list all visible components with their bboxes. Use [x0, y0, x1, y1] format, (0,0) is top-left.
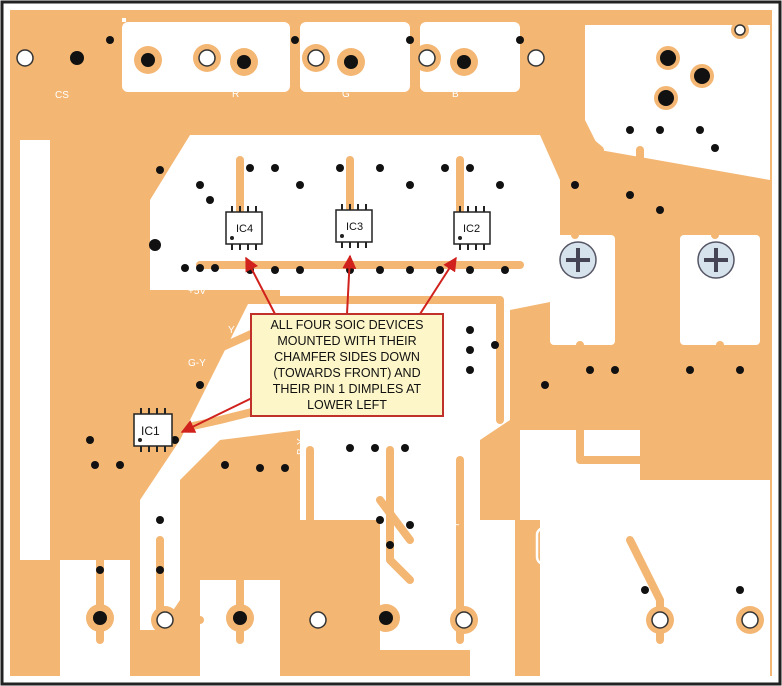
- sc-logo: SC: [535, 526, 591, 566]
- callout-box: ALL FOUR SOIC DEVICES MOUNTED WITH THEIR…: [250, 313, 444, 417]
- ic4-chip: [225, 206, 263, 250]
- copyright: © 2004 Btm: [542, 656, 595, 667]
- connector-pads: [11, 21, 764, 634]
- ic4-label: IC4: [236, 223, 253, 235]
- ic1-label: IC1: [141, 424, 160, 438]
- label-y-top: Y: [228, 325, 235, 336]
- ic2-label: IC2: [463, 223, 480, 235]
- side-title: COMPONENT VIDEO TO RGB CONVERTER: [27, 192, 42, 465]
- ic3-chip: [335, 204, 373, 248]
- label-minus5v: -5V: [538, 489, 554, 500]
- label-g: G: [342, 89, 350, 100]
- label-b-minus-y: B-Y: [296, 438, 307, 455]
- label-g-minus-y: G-Y: [188, 358, 206, 369]
- label-b: B: [452, 89, 459, 100]
- callout-text: ALL FOUR SOIC DEVICES MOUNTED WITH THEIR…: [270, 318, 424, 412]
- svg-text:SC: SC: [545, 532, 581, 562]
- screw-right-icon: [697, 241, 735, 279]
- label-cs: CS: [55, 90, 69, 101]
- label-y-bottom: Y: [451, 521, 462, 528]
- label-r: R: [232, 89, 239, 100]
- label-plus5v: +5V: [188, 286, 206, 297]
- board-code: 02105041: [540, 577, 589, 589]
- vias: [86, 36, 744, 594]
- ic2-chip: [453, 206, 491, 250]
- callout-arrows: [180, 254, 457, 433]
- ic1-chip: [133, 408, 173, 452]
- screw-left-icon: [559, 241, 597, 279]
- label-pin-one: 1: [398, 464, 404, 475]
- ic3-label: IC3: [346, 221, 363, 233]
